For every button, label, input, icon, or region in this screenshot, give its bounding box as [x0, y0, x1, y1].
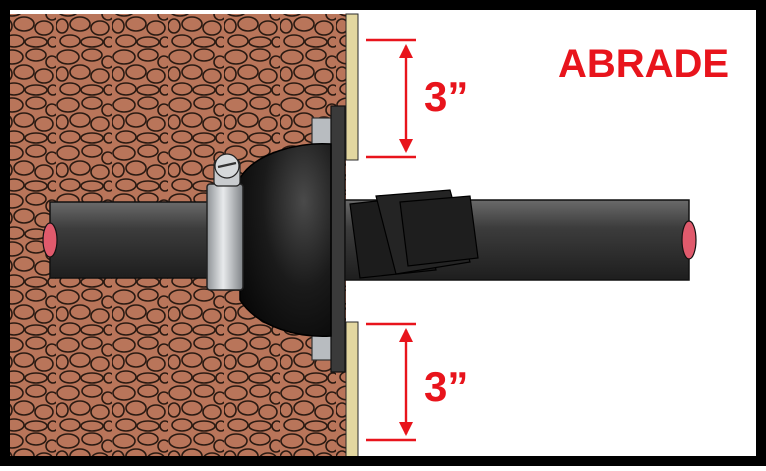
dimension-top-arrowhead-up: [399, 44, 413, 58]
bolt-top: [311, 117, 333, 145]
dimension-top: [366, 38, 416, 159]
clamp-screw-slot: [217, 161, 237, 169]
pipe-right-cut-end: [681, 220, 697, 260]
pipe-left-cut-end: [42, 222, 58, 258]
tape-wrap-3: [399, 195, 479, 267]
dimension-bottom-label: 3”: [424, 363, 469, 410]
abrade-band-bottom: [345, 321, 359, 459]
flange-plate: [330, 105, 346, 373]
dimension-bottom-arrowhead-down: [399, 422, 413, 436]
abrade-label: ABRADE: [558, 42, 730, 86]
bolt-bottom: [311, 333, 333, 361]
hose-clamp: [206, 183, 244, 291]
dimension-bottom-arrowhead-up: [399, 328, 413, 342]
rubber-boot: [239, 143, 332, 337]
pipe-left-segment: [49, 201, 231, 279]
abrade-band-top: [345, 13, 359, 161]
dimension-top-arrowhead-down: [399, 139, 413, 153]
dimension-top-label: 3”: [424, 73, 469, 120]
dimension-bottom: [366, 322, 416, 442]
